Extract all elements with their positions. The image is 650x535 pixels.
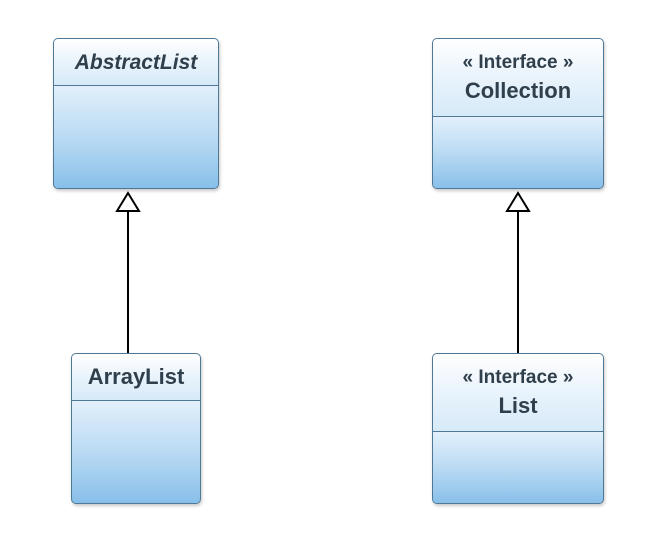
hollow-triangle-arrowhead-icon <box>115 191 141 212</box>
class-header: « Interface » Collection <box>433 39 603 117</box>
generalization-arraylist-to-abstractlist <box>115 191 141 353</box>
class-stereotype: « Interface » <box>462 367 574 388</box>
class-name: List <box>498 392 538 418</box>
class-name: AbstractList <box>74 50 198 74</box>
class-body <box>433 432 603 503</box>
class-box-arraylist[interactable]: ArrayList <box>71 353 201 504</box>
class-name: ArrayList <box>87 363 185 389</box>
class-body <box>54 86 218 188</box>
class-box-list[interactable]: « Interface » List <box>432 353 604 504</box>
class-body <box>72 401 200 503</box>
generalization-list-to-collection <box>505 191 531 353</box>
class-stereotype: « Interface » <box>462 52 574 73</box>
class-box-collection[interactable]: « Interface » Collection <box>432 38 604 189</box>
class-header: « Interface » List <box>433 354 603 432</box>
class-header: ArrayList <box>72 354 200 401</box>
class-body <box>433 117 603 188</box>
class-box-abstractlist[interactable]: AbstractList <box>53 38 219 189</box>
hollow-triangle-arrowhead-icon <box>505 191 531 212</box>
class-name: Collection <box>464 77 572 103</box>
class-header: AbstractList <box>54 39 218 86</box>
